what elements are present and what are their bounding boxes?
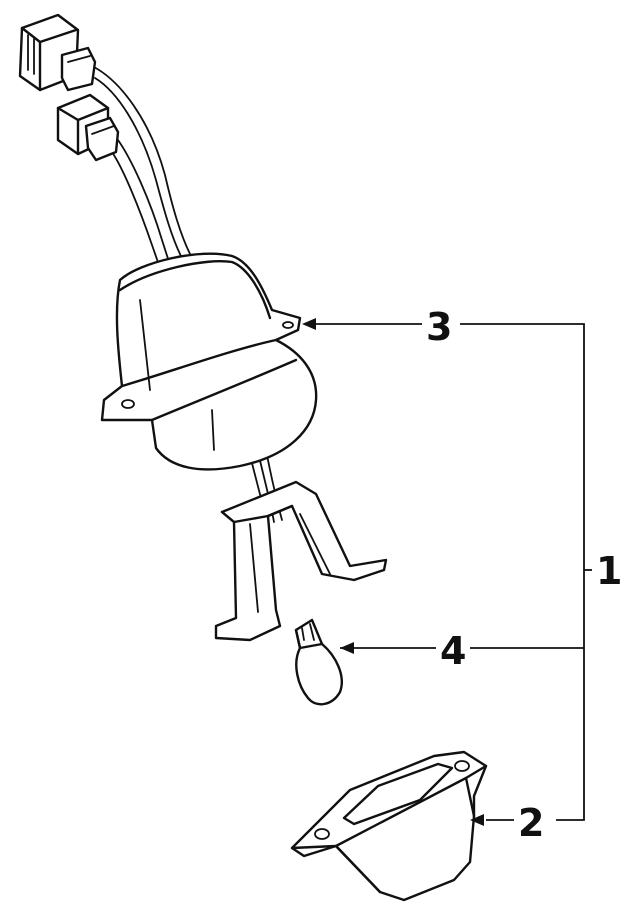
lens (290, 750, 488, 902)
mounting-bracket (214, 480, 388, 642)
callout-2: 2 (518, 801, 544, 845)
bulb (294, 618, 343, 706)
lamp-housing (100, 252, 318, 471)
connector-upper (18, 13, 97, 92)
leader-lines (302, 318, 592, 826)
callout-3: 3 (426, 305, 452, 349)
callout-1: 1 (596, 549, 622, 593)
connector-lower (56, 93, 120, 162)
callout-4: 4 (440, 629, 466, 673)
